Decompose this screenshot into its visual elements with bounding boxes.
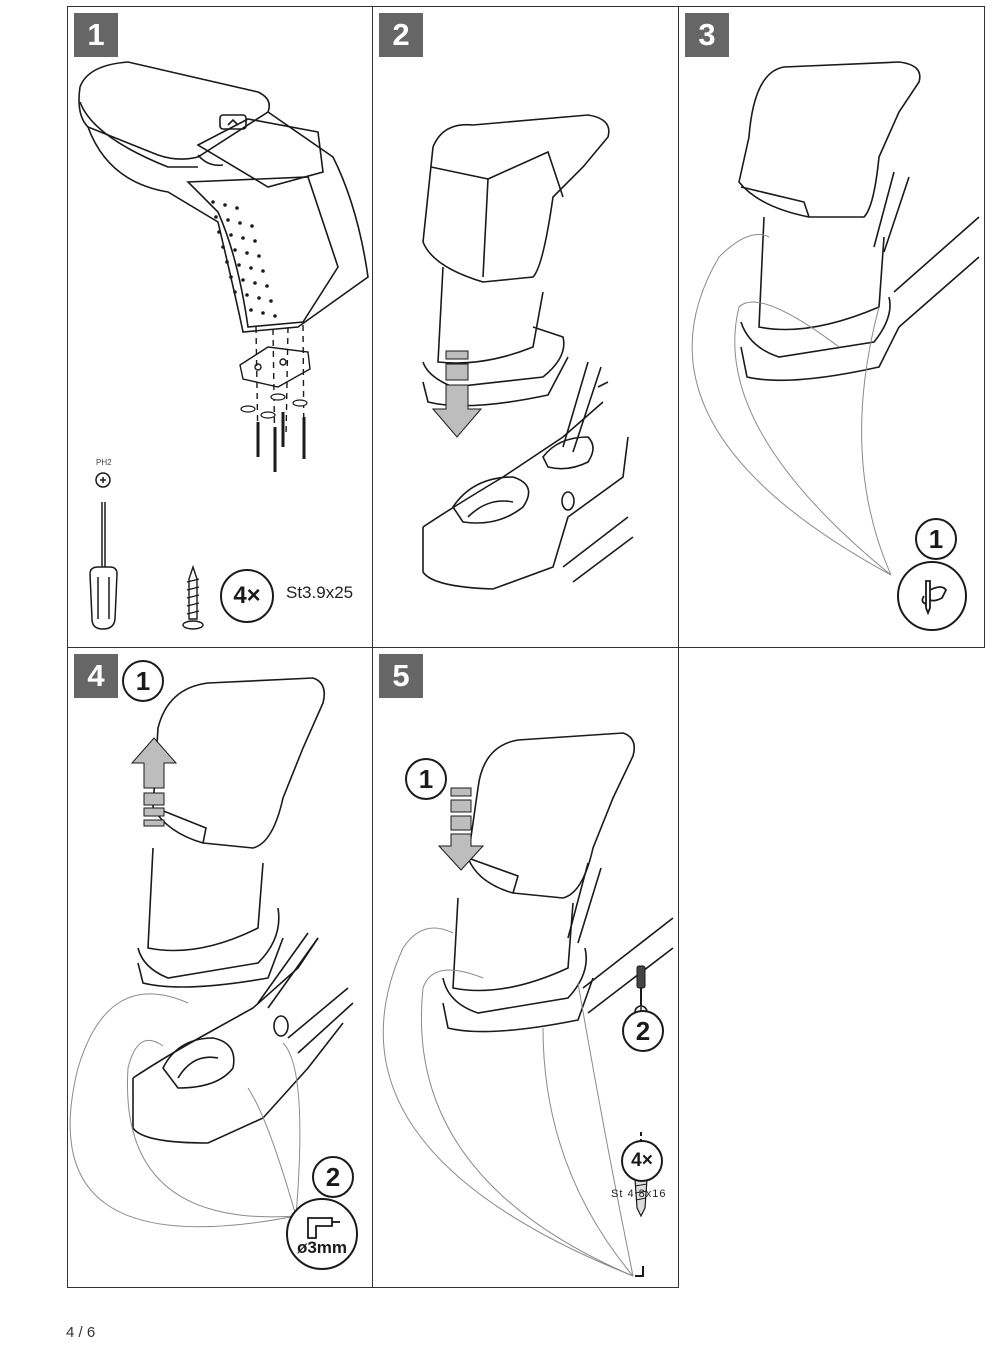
down-arrow-icon <box>431 350 483 438</box>
substep-marker-1: 1 <box>122 660 164 702</box>
substep-marker-1: 1 <box>405 758 447 800</box>
step-number-badge: 5 <box>379 654 423 698</box>
armrest-lowering-illustration <box>422 114 634 590</box>
step-number-badge: 2 <box>379 13 423 57</box>
washers <box>240 393 308 419</box>
substep-marker-2: 2 <box>312 1156 354 1198</box>
drill-size-label: ø3mm <box>296 1238 348 1257</box>
step-number-badge: 3 <box>685 13 729 57</box>
step-number-badge: 4 <box>74 654 118 698</box>
armrest-lift-and-drill-illustration <box>69 677 354 1228</box>
guide-lines <box>382 927 634 1277</box>
substep-marker-2: 2 <box>622 1010 664 1052</box>
armrest-positioned-illustration <box>691 61 980 576</box>
quantity-badge: 4× <box>621 1140 663 1182</box>
substep-marker: 1 <box>915 518 957 560</box>
step-panel-1: 1 <box>67 6 373 648</box>
screw-spec-label: St3.9x25 <box>286 583 354 602</box>
step-panel-5: 5 1 <box>372 647 679 1288</box>
guide-lines <box>691 234 892 576</box>
step-number-badge: 1 <box>74 13 118 57</box>
quantity-badge: 4× <box>220 569 274 623</box>
armrest-exploded-illustration <box>78 61 369 472</box>
down-arrow-icon <box>437 787 485 871</box>
drill-icon: ø3mm <box>286 1198 358 1270</box>
hand-marking-pencil-icon <box>897 561 967 631</box>
screw-spec-label: St 4,8x16 <box>611 1188 667 1200</box>
screwdriver-icon <box>634 965 648 1168</box>
screws <box>256 412 306 472</box>
step-panel-3: 3 1 <box>678 6 985 648</box>
guide-lines <box>69 993 301 1228</box>
step-panel-4: 4 1 2 <box>67 647 373 1288</box>
mounting-bracket <box>239 346 311 388</box>
phillips-screwdriver-icon <box>89 472 118 630</box>
tool-bit-label: PH2 <box>96 458 112 467</box>
pan-head-screw-icon <box>628 1166 654 1277</box>
up-arrow-icon <box>130 737 178 827</box>
perforation-dots <box>211 200 277 318</box>
wood-screw-icon <box>182 564 204 630</box>
step-panel-2: 2 <box>372 6 679 648</box>
page-indicator: 4 / 6 <box>66 1324 96 1341</box>
